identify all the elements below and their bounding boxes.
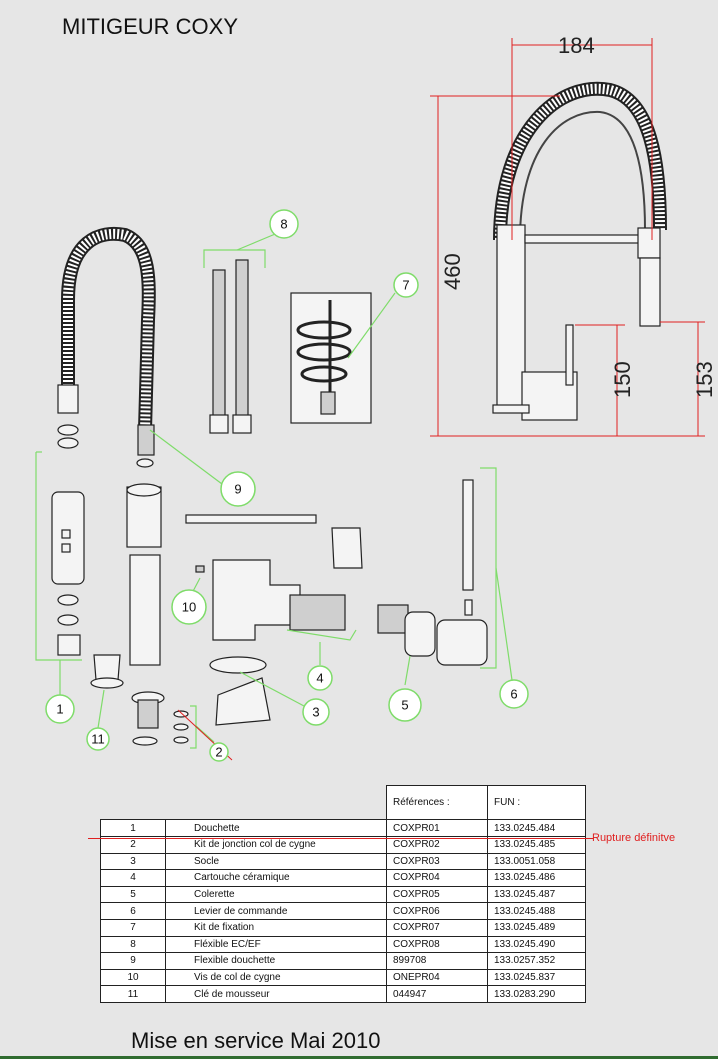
svg-text:6: 6 — [510, 687, 517, 702]
cell-num: 4 — [100, 869, 166, 887]
dimension-spout-left-label: 150 — [610, 361, 635, 398]
cell-fun: 133.0245.486 — [487, 869, 586, 887]
svg-text:4: 4 — [316, 671, 323, 686]
cell-designation: Vis de col de cygne — [165, 968, 387, 987]
badge-9: 9 — [220, 471, 256, 507]
fixing-kit — [290, 292, 372, 424]
strike-line — [88, 838, 593, 839]
faucet-body-parts — [90, 458, 488, 746]
cell-num: 9 — [100, 952, 166, 970]
dimension-width-label: 184 — [558, 33, 595, 58]
cell-designation: Douchette — [165, 819, 387, 837]
table-header-row: Références : FUN : — [101, 784, 586, 821]
cell-num: 3 — [100, 852, 166, 871]
badge-7: 7 — [393, 272, 419, 298]
part-badges: 1 2 3 4 5 6 7 8 9 10 11 — [45, 209, 529, 762]
assembled-faucet — [492, 81, 667, 421]
supply-hoses — [209, 259, 252, 434]
cell-fun: 133.0245.488 — [487, 902, 586, 920]
cell-fun: 133.0257.352 — [487, 952, 586, 970]
dimension-lines — [430, 38, 705, 437]
cell-designation: Socle — [165, 852, 387, 871]
cell-fun: 133.0245.484 — [487, 819, 586, 837]
svg-text:5: 5 — [401, 698, 408, 713]
cell-designation: Cartouche céramique — [165, 869, 387, 887]
cell-num: 2 — [100, 835, 166, 854]
cell-ref: ONEPR04 — [386, 968, 488, 987]
svg-text:8: 8 — [280, 217, 287, 232]
svg-text:2: 2 — [215, 745, 222, 760]
cell-num: 11 — [100, 985, 166, 1003]
cell-num: 5 — [100, 885, 166, 904]
svg-text:10: 10 — [182, 600, 196, 615]
shower-head-parts — [51, 424, 85, 656]
cell-ref: COXPR08 — [386, 935, 488, 954]
header-references: Références : — [386, 784, 488, 821]
cell-designation: Levier de commande — [165, 902, 387, 920]
cell-ref: 899708 — [386, 952, 488, 970]
cell-fun: 133.0245.837 — [487, 968, 586, 987]
cell-fun: 133.0245.490 — [487, 935, 586, 954]
cell-designation: Kit de fixation — [165, 918, 387, 937]
cell-ref: 044947 — [386, 985, 488, 1003]
svg-text:9: 9 — [234, 482, 241, 497]
dimension-spout-right-label: 153 — [692, 361, 717, 398]
svg-text:3: 3 — [312, 705, 319, 720]
exploded-view-drawing: 184 460 150 153 — [35, 33, 717, 762]
badge-4: 4 — [307, 665, 333, 691]
footer-text: Mise en service Mai 2010 — [131, 1028, 381, 1053]
badge-5: 5 — [388, 688, 422, 722]
svg-text:7: 7 — [402, 278, 409, 293]
badge-8: 8 — [269, 209, 299, 239]
header-fun: FUN : — [487, 784, 586, 821]
cell-fun: 133.0245.487 — [487, 885, 586, 904]
cell-ref: COXPR05 — [386, 885, 488, 904]
strike-note: Rupture définitve — [592, 832, 676, 844]
badge-3: 3 — [302, 698, 330, 726]
svg-text:11: 11 — [91, 732, 105, 747]
cell-num: 6 — [100, 902, 166, 920]
cell-ref: COXPR03 — [386, 852, 488, 871]
svg-text:1: 1 — [56, 702, 63, 717]
cell-fun: 133.0245.489 — [487, 918, 586, 937]
cell-num: 7 — [100, 918, 166, 937]
cell-ref: COXPR02 — [386, 835, 488, 854]
cell-designation: Colerette — [165, 885, 387, 904]
badge-10: 10 — [171, 589, 207, 625]
badge-11: 11 — [86, 727, 110, 751]
cell-designation: Flexible douchette — [165, 952, 387, 970]
cell-designation: Fléxible EC/EF — [165, 935, 387, 954]
cell-designation: Clé de mousseur — [165, 985, 387, 1003]
cell-ref: COXPR07 — [386, 918, 488, 937]
badge-1: 1 — [45, 694, 75, 724]
cell-ref: COXPR06 — [386, 902, 488, 920]
cell-num: 1 — [100, 819, 166, 837]
dimension-height-label: 460 — [440, 253, 465, 290]
bottom-border — [0, 1056, 718, 1059]
badge-6: 6 — [499, 679, 529, 709]
cell-num: 8 — [100, 935, 166, 954]
badge-2: 2 — [209, 742, 229, 762]
shower-hose-spring — [57, 226, 156, 456]
page-title: MITIGEUR COXY — [62, 14, 239, 39]
cell-fun: 133.0283.290 — [487, 985, 586, 1003]
cell-fun: 133.0051.058 — [487, 852, 586, 871]
cell-num: 10 — [100, 968, 166, 987]
cell-ref: COXPR01 — [386, 819, 488, 837]
cell-ref: COXPR04 — [386, 869, 488, 887]
